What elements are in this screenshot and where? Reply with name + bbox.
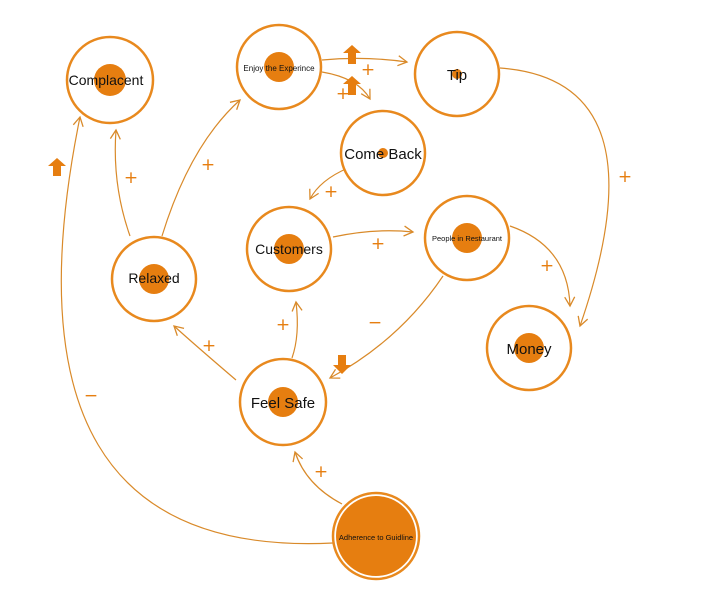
polarity-relaxed-complacent: + <box>124 168 138 188</box>
node-label: Adherence to Guidline <box>339 533 413 542</box>
node-core <box>452 223 482 253</box>
link-customers-people[interactable] <box>332 225 415 238</box>
node-label: Come Back <box>344 146 422 163</box>
node-label: Relaxed <box>128 270 179 286</box>
trend-indicators <box>48 45 361 374</box>
link-feelsafe-customers[interactable] <box>291 300 303 359</box>
node-core <box>268 387 298 417</box>
link-tip-money[interactable] <box>499 67 610 328</box>
polarity-signs: + + + + + + + + − + + + − <box>84 60 632 482</box>
node-feel-safe[interactable]: Feel Safe <box>238 357 328 447</box>
node-core <box>378 148 388 158</box>
link-enjoy-tip[interactable] <box>321 55 409 67</box>
node-tip[interactable]: Tip <box>413 30 501 118</box>
up-arrow-icon <box>343 45 361 64</box>
link-people-feelsafe[interactable] <box>328 275 444 379</box>
node-label: Feel Safe <box>251 395 315 412</box>
node-label: Money <box>506 341 552 358</box>
link-relaxed-complacent[interactable] <box>109 128 131 237</box>
polarity-feelsafe-customers: + <box>276 315 290 335</box>
node-people-in-restaurant[interactable]: People in Restaurant <box>423 194 511 282</box>
polarity-people-money: + <box>540 256 554 276</box>
node-come-back[interactable]: Come Back <box>339 109 427 197</box>
node-core <box>514 333 544 363</box>
node-core <box>274 234 304 264</box>
node-core <box>94 64 126 96</box>
node-core <box>139 264 169 294</box>
node-money[interactable]: Money <box>485 304 573 392</box>
polarity-enjoy-comeback: + <box>336 84 350 104</box>
node-customers[interactable]: Customers <box>245 205 333 293</box>
node-enjoy-the-experince[interactable]: Enjoy the Experince <box>235 23 323 111</box>
polarity-adherence-feelsafe: + <box>314 462 328 482</box>
polarity-enjoy-tip: + <box>361 60 375 80</box>
link-adherence-feelsafe[interactable] <box>292 450 343 505</box>
polarity-relaxed-enjoy: + <box>201 155 215 175</box>
polarity-people-feelsafe: − <box>368 313 382 333</box>
polarity-comeback-customers: + <box>324 182 338 202</box>
link-people-money[interactable] <box>509 225 576 308</box>
node-label: Enjoy the Experince <box>243 64 315 73</box>
polarity-adherence-complacent: − <box>84 386 98 406</box>
node-label: Customers <box>255 241 323 257</box>
node-core <box>452 69 462 79</box>
link-relaxed-enjoy[interactable] <box>161 99 241 237</box>
node-complacent[interactable]: Complacent <box>65 35 155 125</box>
node-core <box>336 496 416 576</box>
link-feelsafe-relaxed[interactable] <box>173 325 237 381</box>
node-label: Tip <box>447 67 467 84</box>
down-arrow-icon <box>333 355 351 374</box>
polarity-customers-people: + <box>371 234 385 254</box>
up-arrow-icon <box>343 76 361 95</box>
node-core <box>264 52 294 82</box>
polarity-tip-money: + <box>618 167 632 187</box>
node-relaxed[interactable]: Relaxed <box>110 235 198 323</box>
link-adherence-complacent[interactable] <box>60 115 334 545</box>
node-adherence-to-guidline[interactable]: Adherence to Guidline <box>331 491 421 581</box>
node-label: People in Restaurant <box>432 234 503 243</box>
up-arrow-icon <box>48 158 66 176</box>
node-label: Complacent <box>69 72 144 88</box>
polarity-feelsafe-relaxed: + <box>202 336 216 356</box>
